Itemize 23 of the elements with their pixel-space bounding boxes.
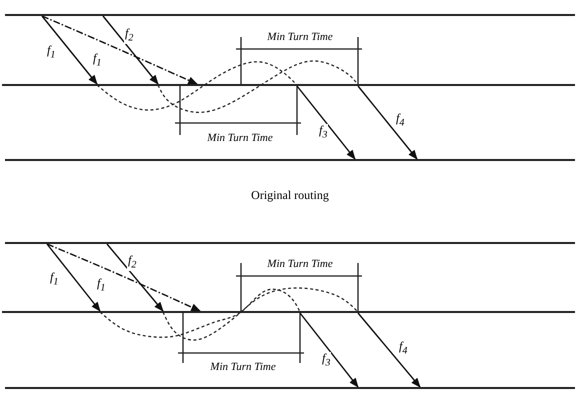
arrow [102,16,159,85]
arrow [296,86,356,160]
interval-label: Min Turn Time [267,31,333,43]
timeline-line [5,14,575,16]
arrow [299,312,359,388]
arrow [106,244,164,312]
edge-label: f$_{2}$ [124,27,134,44]
edge-label: f$_{2}$ [127,254,138,272]
dash-dot-arrow [46,243,201,312]
timeline-line [5,159,575,161]
arrow [357,86,418,160]
timeline-line [5,242,575,244]
timeline-line [5,387,575,389]
dash-dot-arrow [42,15,198,85]
arrow [46,244,101,312]
arrow [357,312,421,388]
figure-caption: Original routing [251,189,329,201]
arrow [41,16,98,85]
timeline-line [2,84,575,86]
interval-label: Min Turn Time [210,361,276,373]
interval-label: Min Turn Time [207,132,273,144]
interval-label: Min Turn Time [267,258,333,270]
timeline-line [2,311,575,313]
